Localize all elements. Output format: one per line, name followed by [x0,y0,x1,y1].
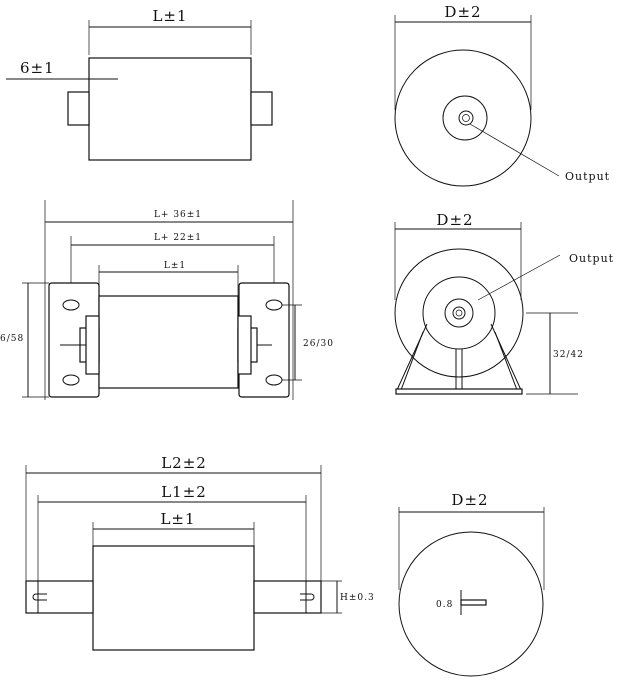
diameter-label: D±2 [451,491,488,509]
output-terminal [458,110,474,126]
end-face-inner-ring [442,95,488,141]
end-face-inner-ring [422,276,496,350]
right-terminal [250,91,273,126]
body-length-label: L±1 [164,261,186,271]
terminal-height-label: H±0.3 [340,593,375,603]
mounting-hole [62,374,80,386]
figure-3-end-view: D±2 0.8 [398,491,545,677]
lug-slot [32,593,47,601]
figure-2-side-view: L+ 36±1 L+ 22±1 L±1 6/58 [0,200,334,400]
output-terminal [452,306,466,320]
output-label: Output [565,170,610,183]
length-label: L±1 [152,7,187,25]
mount-height-label: 32/42 [553,350,584,360]
terminal-length-label: L1±2 [161,483,207,501]
left-terminal [67,91,90,126]
mounting-hole [62,299,80,311]
output-label: Output [569,252,614,265]
figure-3-side-view: L2±2 L1±2 L±1 H±0.3 [25,454,375,651]
output-leader [469,123,560,177]
hole-spacing-label: L+ 22±1 [154,233,202,243]
end-face-boss [444,298,474,328]
overall-length-label: L+ 36±1 [154,210,202,220]
right-terminal-flange [237,315,252,375]
tab-thickness-label: 0.8 [436,600,453,610]
capacitor-body [98,295,239,389]
figure-1-end-view: D±2 Output [394,3,610,187]
figure-1-side-view: L±1 6±1 [6,7,273,161]
lug-slot [300,593,315,601]
overall-length-label: L2±2 [161,454,207,472]
right-lug-terminal [253,580,322,614]
end-face-outline [394,248,524,378]
end-face-outline [394,49,532,187]
capacitor-body [88,57,252,161]
center-tab [460,599,487,606]
diameter-label: D±2 [444,3,481,21]
end-face-outline [398,531,544,677]
bracket-height-label: 6/58 [0,334,24,344]
offset-label: 6±1 [20,59,55,77]
diameter-label: D±2 [436,211,473,229]
capacitor-body [92,545,255,651]
left-terminal-flange [85,315,100,375]
output-leader [477,254,561,301]
body-length-label: L±1 [160,510,195,528]
hole-pitch-label: 26/30 [303,339,334,349]
left-lug-terminal [25,580,94,614]
stand-base [395,388,523,395]
figure-2-end-view: D±2 Output 32/42 [394,211,614,395]
